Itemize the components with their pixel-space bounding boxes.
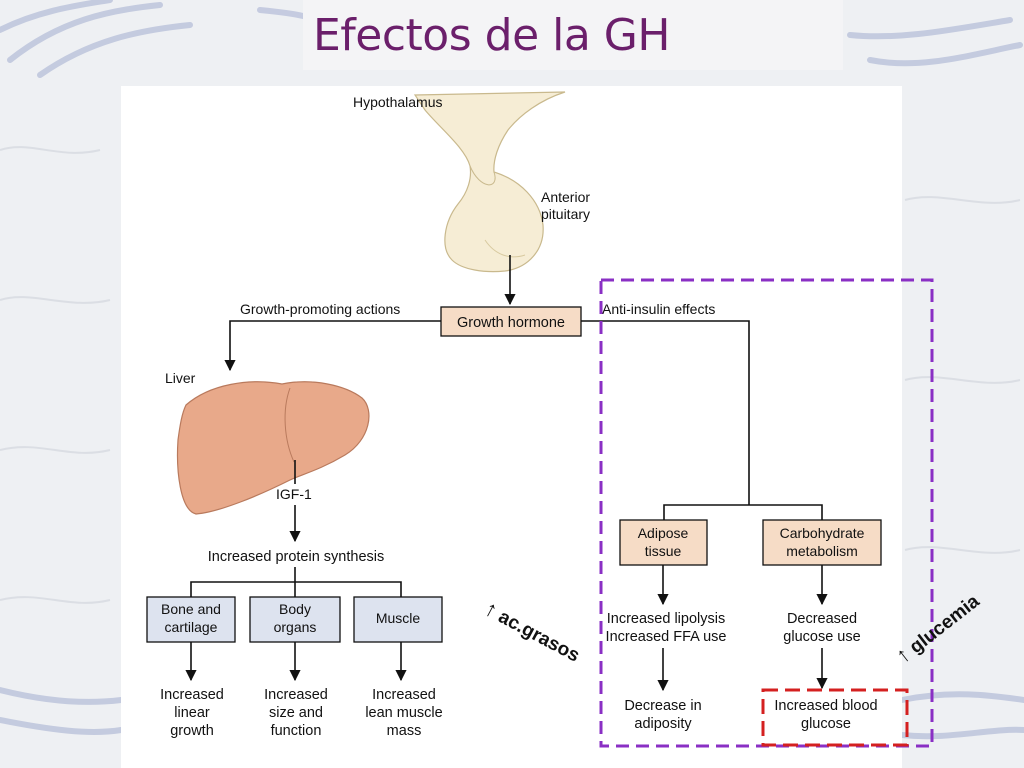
adipose-tissue-box [619, 519, 708, 566]
liver-label: Liver [165, 370, 196, 386]
anterior-pituitary-label: Anterior [541, 189, 590, 205]
size-function-label: Increased [264, 687, 328, 703]
growth-hormone-label: Growth hormone [457, 315, 565, 331]
protein-bracket-line [190, 581, 402, 597]
ffa-use-label: Increased FFA use [606, 629, 727, 645]
glucose-use-label: glucose use [783, 629, 860, 645]
adipose-tissue-label-2: tissue [645, 543, 682, 559]
linear-growth-label: Increased [160, 687, 224, 703]
adiposity-label: Decrease in [624, 698, 701, 714]
anterior-pituitary-label-2: pituitary [541, 206, 590, 222]
growth-promoting-label: Growth-promoting actions [240, 301, 400, 317]
fatty-acids-note: ↑ ac.grasos [481, 595, 583, 666]
hypothalamus-label: Hypothalamus [353, 94, 443, 110]
body-organs-label: Body [279, 601, 311, 617]
bone-cartilage-label-2: cartilage [165, 619, 218, 635]
slide-title: Efectos de la GH [313, 10, 670, 61]
size-function-label-3: function [271, 723, 322, 739]
linear-growth-label-2: linear [174, 705, 210, 721]
igf1-label: IGF-1 [276, 486, 312, 502]
anti-insulin-branch-line [581, 320, 750, 505]
glycemia-label: glucemia [906, 591, 984, 659]
lean-muscle-label-3: mass [387, 723, 422, 739]
bone-cartilage-label: Bone and [161, 601, 221, 617]
lean-muscle-label-2: lean muscle [365, 705, 442, 721]
lean-muscle-label: Increased [372, 687, 436, 703]
bone-cartilage-box [146, 596, 236, 643]
title-banner [303, 0, 843, 70]
anti-insulin-bracket [663, 504, 823, 520]
adiposity-label-2: adiposity [634, 716, 692, 732]
glycemia-note: ↑ glucemia [891, 591, 984, 668]
carbohydrate-metabolism-box [762, 519, 882, 566]
size-function-label-2: size and [269, 705, 323, 721]
adipose-tissue-label: Adipose [638, 525, 689, 541]
protein-synthesis-label: Increased protein synthesis [208, 549, 385, 565]
anti-insulin-label: Anti-insulin effects [602, 301, 715, 317]
carbohydrate-metabolism-label-2: metabolism [786, 543, 858, 559]
linear-growth-label-3: growth [170, 723, 214, 739]
muscle-label: Muscle [376, 610, 421, 626]
blood-glucose-label-2: glucose [801, 716, 851, 732]
fatty-acids-label: ac.grasos [495, 606, 583, 666]
lipolysis-label: Increased lipolysis [607, 611, 725, 627]
pituitary-illustration [413, 91, 566, 273]
blood-glucose-frame [761, 688, 909, 747]
anti-insulin-frame [599, 278, 934, 748]
decreased-glucose-label: Decreased [787, 611, 857, 627]
growth-branch-line [224, 320, 441, 372]
blood-glucose-label: Increased blood [774, 698, 877, 714]
liver-illustration [176, 381, 370, 515]
carbohydrate-metabolism-label: Carbohydrate [780, 525, 865, 541]
body-organs-label-2: organs [274, 619, 317, 635]
muscle-box [353, 596, 443, 643]
